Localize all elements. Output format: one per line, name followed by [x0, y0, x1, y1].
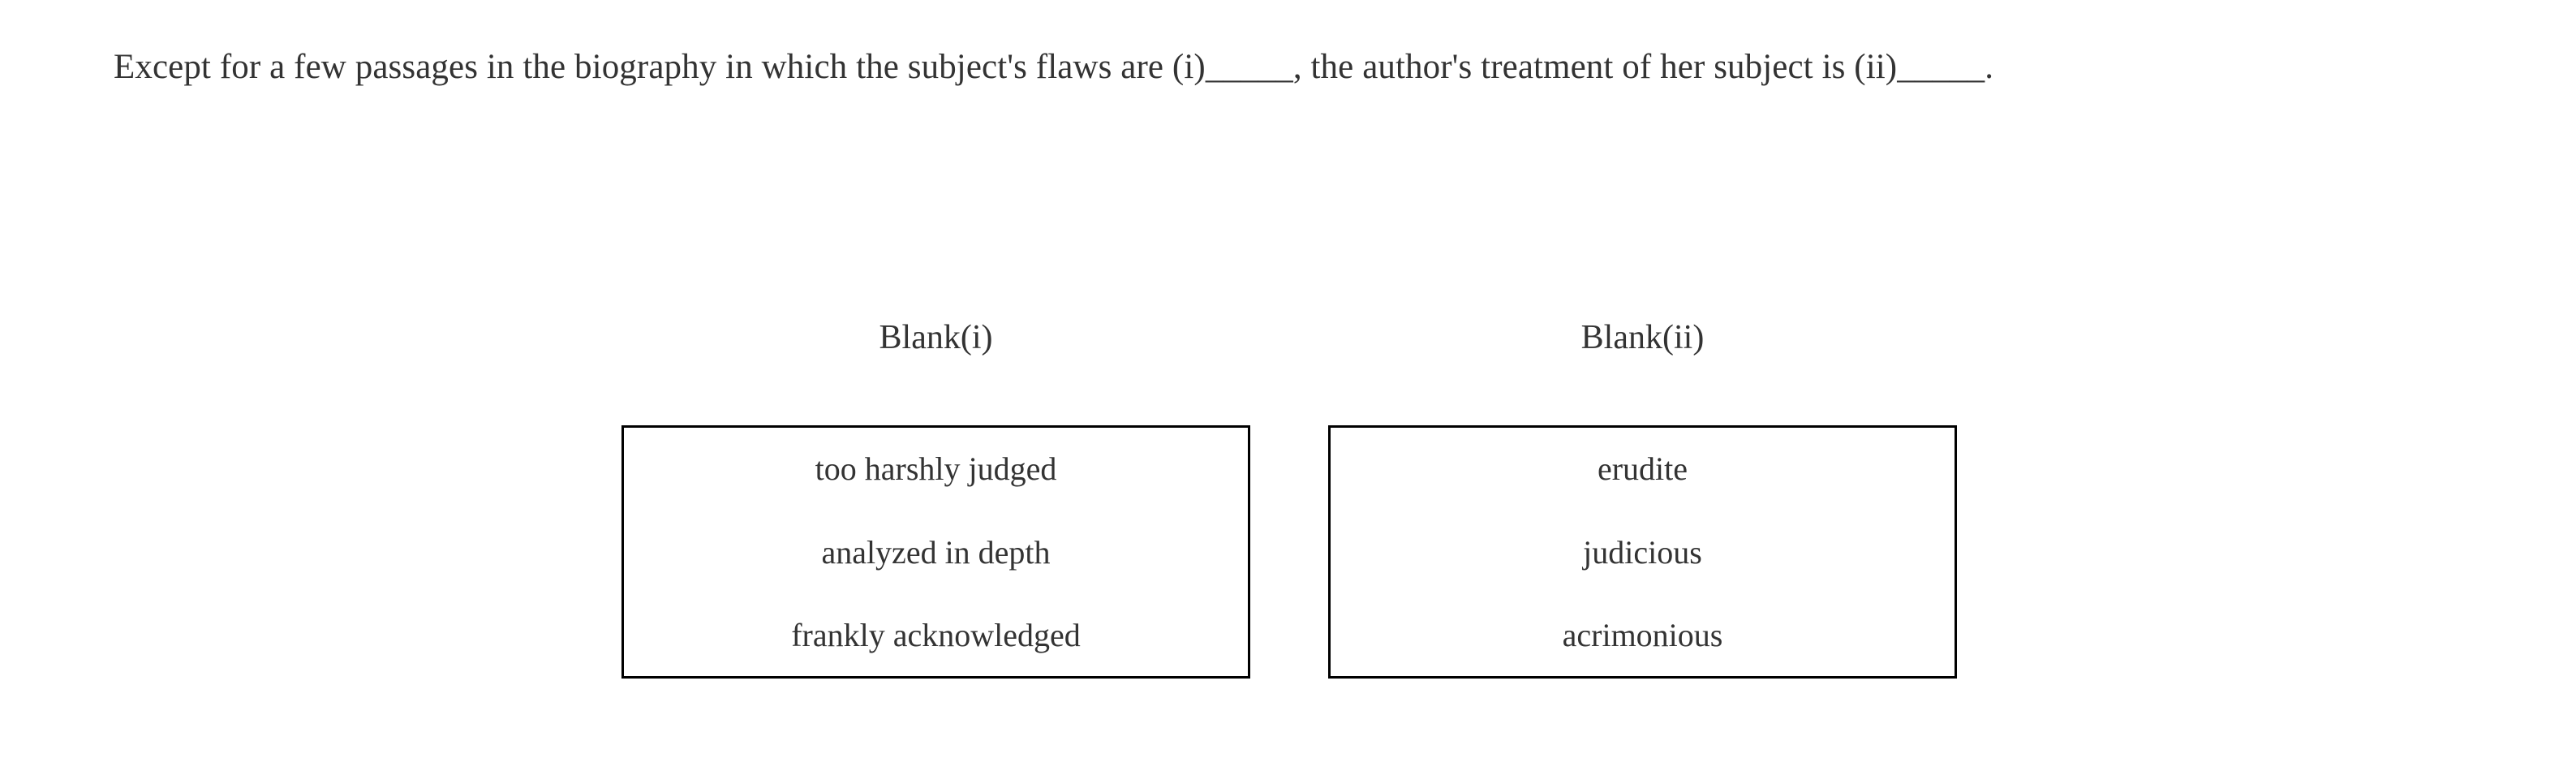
option-blank-ii-2[interactable]: judicious	[1329, 510, 1956, 594]
table-row: acrimonious	[1329, 593, 1956, 678]
table-row: analyzed in depth	[622, 510, 1249, 594]
table-row: erudite	[1329, 426, 1956, 511]
question-stem-part-1: Except for a few passages in the biograp…	[114, 48, 1206, 86]
option-blank-i-2[interactable]: analyzed in depth	[622, 510, 1249, 594]
option-blank-ii-1[interactable]: erudite	[1329, 426, 1956, 511]
question-stem: Except for a few passages in the biograp…	[114, 45, 1993, 89]
blank-ii-options-table: erudite judicious acrimonious	[1328, 425, 1957, 679]
blank-ii-header: Blank(ii)	[1580, 319, 1705, 356]
blank-i-options-table: too harshly judged analyzed in depth fra…	[621, 425, 1250, 679]
blank-ii-placeholder: _____	[1897, 48, 1985, 86]
option-blank-i-3[interactable]: frankly acknowledged	[622, 593, 1249, 678]
option-blank-i-1[interactable]: too harshly judged	[622, 426, 1249, 511]
blank-i-header: Blank(i)	[879, 319, 993, 356]
table-row: frankly acknowledged	[622, 593, 1249, 678]
blank-i-placeholder: _____	[1205, 48, 1293, 86]
option-blank-ii-3[interactable]: acrimonious	[1329, 593, 1956, 678]
question-stem-part-2: , the author's treatment of her subject …	[1292, 48, 1898, 86]
table-row: judicious	[1329, 510, 1956, 594]
question-stem-part-3: .	[1985, 48, 1994, 86]
table-row: too harshly judged	[622, 426, 1249, 511]
